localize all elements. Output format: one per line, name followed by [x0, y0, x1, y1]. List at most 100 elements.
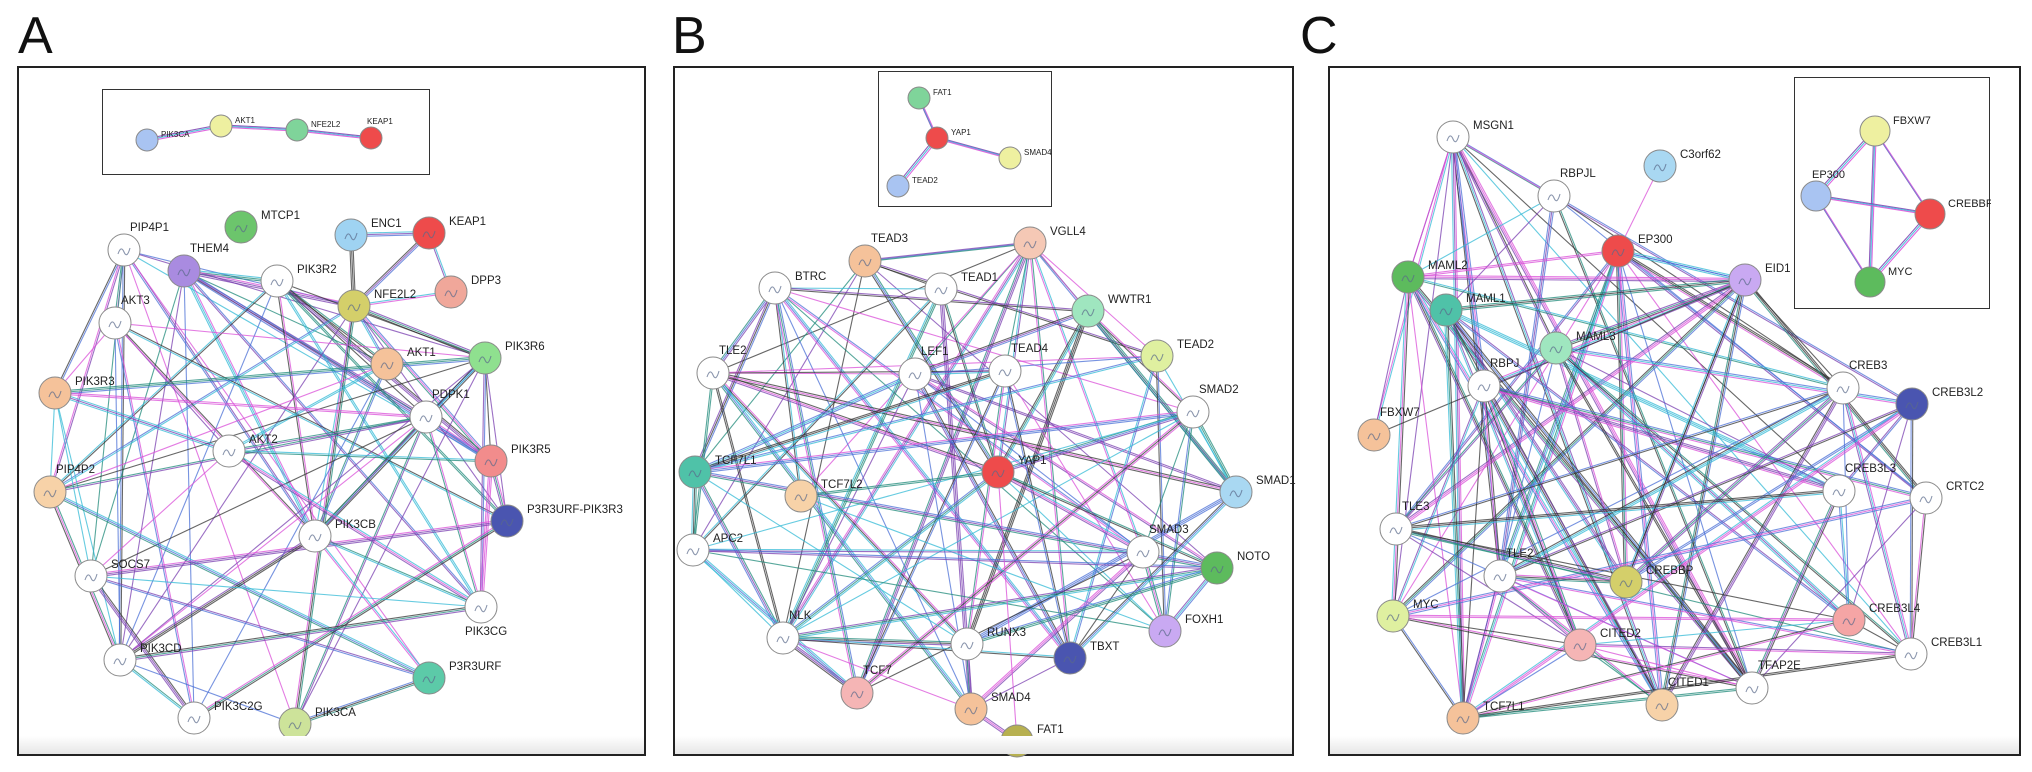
- protein-node-tcf7l1[interactable]: TCF7L1: [678, 455, 757, 489]
- protein-node-eid1[interactable]: EID1: [1728, 263, 1791, 297]
- protein-node-keap1[interactable]: KEAP1: [412, 216, 486, 250]
- inset-node-tead2[interactable]: TEAD2: [886, 174, 938, 198]
- interaction-edge: [54, 392, 230, 452]
- protein-node-pik3r5[interactable]: PIK3R5: [474, 444, 551, 478]
- interaction-edge: [864, 261, 1157, 358]
- protein-node-tcf7l1[interactable]: TCF7L1: [1446, 701, 1525, 735]
- protein-node-pik3r2[interactable]: PIK3R2: [260, 264, 337, 298]
- inset-node-fbxw7[interactable]: FBXW7: [1859, 115, 1931, 147]
- protein-node-cited1[interactable]: CITED1: [1645, 677, 1709, 722]
- protein-node-p3r3urf-pik3r3[interactable]: P3R3URF-PIK3R3: [490, 504, 623, 538]
- protein-node-tbxt[interactable]: TBXT: [1053, 641, 1119, 675]
- protein-node-them4[interactable]: THEM4: [167, 243, 230, 288]
- protein-node-akt2[interactable]: AKT2: [212, 434, 278, 468]
- protein-node-p3r3urf[interactable]: P3R3URF: [412, 661, 501, 695]
- protein-node-foxh1[interactable]: FOXH1: [1148, 614, 1223, 648]
- protein-node-rbpj[interactable]: RBPJ: [1467, 358, 1519, 403]
- protein-node-yap1[interactable]: YAP1: [981, 455, 1047, 489]
- protein-node-vgll4[interactable]: VGLL4: [1013, 226, 1086, 260]
- interaction-edge: [966, 310, 1089, 645]
- protein-node-pip4p1[interactable]: PIP4P1: [107, 222, 169, 267]
- protein-node-pip4p2[interactable]: PIP4P2: [33, 464, 95, 509]
- protein-node-crtc2[interactable]: CRTC2: [1909, 481, 1984, 515]
- protein-node-crebbp[interactable]: CREBBP: [1609, 565, 1694, 599]
- protein-node-btrc[interactable]: BTRC: [758, 271, 826, 305]
- inset-node-ep300[interactable]: EP300: [1800, 169, 1845, 212]
- protein-node-pik3cb[interactable]: PIK3CB: [298, 519, 376, 553]
- protein-node-pik3r3[interactable]: PIK3R3: [38, 376, 115, 410]
- node-label: TLE2: [1506, 548, 1534, 560]
- protein-node-tead2[interactable]: TEAD2: [1140, 339, 1214, 373]
- protein-node-tcf7l2[interactable]: TCF7L2: [784, 479, 863, 513]
- protein-node-wwtr1[interactable]: WWTR1: [1071, 294, 1151, 328]
- protein-node-tle2[interactable]: TLE2: [696, 345, 747, 390]
- inset-node-crebbp[interactable]: CREBBP: [1914, 198, 1991, 230]
- protein-node-mtcp1[interactable]: MTCP1: [224, 210, 300, 244]
- node-circle: [412, 661, 446, 695]
- inset-node-yap1[interactable]: YAP1: [925, 126, 971, 150]
- protein-node-pdpk1[interactable]: PDPK1: [409, 389, 470, 434]
- protein-node-nlk[interactable]: NLK: [766, 610, 812, 655]
- interaction-edge: [1068, 355, 1157, 658]
- protein-node-tead4[interactable]: TEAD4: [988, 343, 1049, 388]
- protein-node-apc2[interactable]: APC2: [676, 533, 743, 567]
- protein-node-creb3l4[interactable]: CREB3L4: [1832, 603, 1921, 637]
- protein-node-smad3[interactable]: SMAD3: [1126, 524, 1189, 569]
- interaction-edge: [782, 567, 1218, 639]
- interaction-edge: [1392, 276, 1409, 617]
- protein-node-pik3cg[interactable]: PIK3CG: [464, 590, 507, 638]
- protein-node-smad4[interactable]: SMAD4: [954, 692, 1031, 726]
- protein-node-creb3l3[interactable]: CREB3L3: [1822, 463, 1896, 508]
- protein-node-maml2[interactable]: MAML2: [1391, 260, 1468, 294]
- inset-node-keap1[interactable]: KEAP1: [359, 117, 393, 150]
- protein-node-socs7[interactable]: SOCS7: [74, 559, 150, 593]
- node-circle: [1539, 331, 1573, 365]
- protein-node-tle2[interactable]: TLE2: [1483, 548, 1534, 593]
- protein-node-smad2[interactable]: SMAD2: [1176, 384, 1239, 429]
- interaction-edge: [782, 260, 866, 639]
- protein-node-cited2[interactable]: CITED2: [1563, 628, 1641, 662]
- protein-node-tle3[interactable]: TLE3: [1379, 501, 1430, 546]
- protein-node-creb3l1[interactable]: CREB3L1: [1894, 637, 1982, 671]
- protein-node-smad1[interactable]: SMAD1: [1219, 475, 1296, 509]
- protein-node-lef1[interactable]: LEF1: [898, 346, 949, 391]
- inset-node-fat1[interactable]: FAT1: [907, 86, 952, 110]
- protein-node-myc[interactable]: MYC: [1376, 599, 1439, 633]
- protein-node-ep300[interactable]: EP300: [1601, 234, 1673, 268]
- interaction-edge: [1163, 411, 1193, 631]
- protein-node-pik3c2g[interactable]: PIK3C2G: [177, 701, 263, 735]
- protein-node-pik3cd[interactable]: PIK3CD: [103, 643, 182, 677]
- interaction-edge: [353, 306, 485, 360]
- protein-node-rbpjl[interactable]: RBPJL: [1537, 168, 1596, 213]
- protein-node-tead1[interactable]: TEAD1: [924, 272, 998, 306]
- protein-node-dpp3[interactable]: DPP3: [434, 275, 501, 309]
- protein-node-tcf7[interactable]: TCF7: [840, 665, 892, 710]
- interaction-edge: [695, 371, 1006, 475]
- protein-node-msgn1[interactable]: MSGN1: [1436, 120, 1514, 154]
- protein-node-runx3[interactable]: RUNX3: [950, 627, 1026, 661]
- inset-node-myc[interactable]: MYC: [1854, 266, 1913, 298]
- protein-node-tead3[interactable]: TEAD3: [848, 233, 908, 278]
- protein-node-nfe2l2[interactable]: NFE2L2: [337, 289, 416, 323]
- protein-node-c3orf62[interactable]: C3orf62: [1643, 149, 1721, 183]
- node-label: PIK3CB: [335, 519, 376, 531]
- node-label: PIK3CA: [315, 707, 356, 719]
- inset-node-smad4[interactable]: SMAD4: [998, 146, 1052, 170]
- protein-node-noto[interactable]: NOTO: [1200, 551, 1270, 585]
- protein-node-pik3r6[interactable]: PIK3R6: [468, 341, 545, 375]
- inset-node-nfe2l2[interactable]: NFE2L2: [285, 118, 341, 142]
- protein-node-enc1[interactable]: ENC1: [334, 218, 402, 252]
- protein-node-creb3l2[interactable]: CREB3L2: [1895, 387, 1983, 421]
- inset-node-akt1[interactable]: AKT1: [209, 114, 256, 138]
- node-circle: [412, 216, 446, 250]
- protein-node-maml1[interactable]: MAML1: [1429, 293, 1506, 327]
- protein-node-creb3[interactable]: CREB3: [1826, 360, 1887, 405]
- protein-node-akt3[interactable]: AKT3: [98, 295, 150, 340]
- interaction-edge: [1005, 370, 1072, 658]
- protein-node-fbxw7[interactable]: FBXW7: [1357, 407, 1420, 452]
- protein-node-tfap2e[interactable]: TFAP2E: [1735, 660, 1801, 705]
- inset-node-pik3ca[interactable]: PIK3CA: [135, 128, 190, 152]
- protein-node-maml3[interactable]: MAML3: [1539, 331, 1616, 365]
- protein-node-akt1[interactable]: AKT1: [370, 347, 436, 381]
- interaction-edge: [855, 410, 1193, 693]
